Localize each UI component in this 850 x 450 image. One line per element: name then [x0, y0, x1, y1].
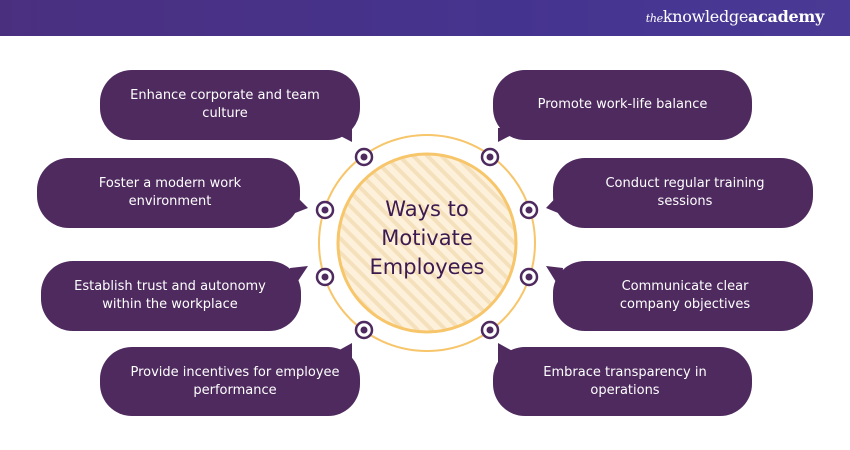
left-item-1: Enhance corporate and team culture: [130, 88, 320, 121]
dot-icon: [519, 267, 539, 287]
dot-icon: [354, 320, 374, 340]
bubble-right-4: [493, 343, 752, 416]
dot-icon: [354, 147, 374, 167]
bubble-left-1: [100, 70, 360, 142]
outer-ring: [318, 134, 536, 352]
bubble-left-3: [41, 261, 308, 331]
right-item-2: Conduct regular training sessions: [605, 176, 765, 209]
bubble-right-3: [546, 261, 813, 331]
logo-prefix: the: [645, 12, 663, 25]
left-item-4: Provide incentives for employee performa…: [130, 364, 340, 398]
center-title: Ways to Motivate Employees: [369, 197, 485, 279]
right-item-3: Communicate clear company objectives: [619, 279, 751, 312]
left-item-2: Foster a modern work environment: [98, 176, 242, 209]
dot-icon: [480, 320, 500, 340]
dot-icon: [315, 267, 335, 287]
bubble-right-2: [546, 158, 813, 228]
dot-icon: [480, 147, 500, 167]
bubble-right-1: [493, 70, 752, 142]
dot-icon: [519, 200, 539, 220]
right-item-1: Promote work-life balance: [537, 97, 708, 112]
logo-word1: knowledge: [662, 7, 749, 26]
brand-logo: theknowledgeacademy: [645, 7, 825, 26]
connector-dots: [315, 147, 539, 340]
center-circle: [336, 152, 518, 334]
header-bar: theknowledgeacademy: [0, 0, 850, 36]
bubble-left-4: [100, 343, 360, 416]
bubble-left-2: [37, 158, 308, 228]
right-item-4: Embrace transparency in operations: [543, 364, 707, 398]
left-item-3: Establish trust and autonomy within the …: [74, 279, 266, 312]
logo-word2: academy: [748, 7, 824, 26]
dot-icon: [315, 200, 335, 220]
